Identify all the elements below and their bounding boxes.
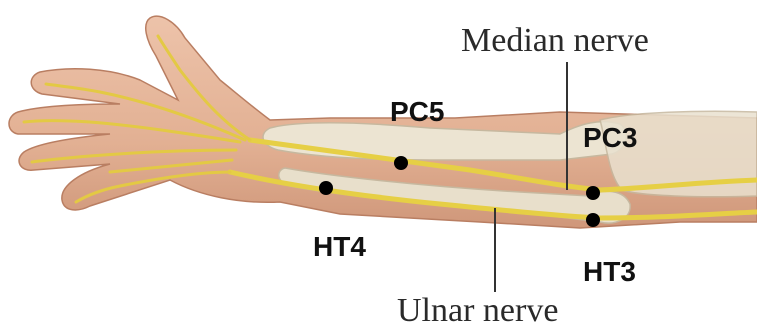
point-ht4-marker [319,181,333,195]
point-ht3-label: HT3 [583,258,636,286]
ulnar-nerve-label: Ulnar nerve [397,294,558,328]
point-ht4-label: HT4 [313,233,366,261]
median-nerve-label: Median nerve [461,24,649,58]
point-ht3-marker [586,213,600,227]
point-pc5-marker [394,156,408,170]
point-pc5-label: PC5 [390,98,444,126]
point-pc3-label: PC3 [583,124,637,152]
point-pc3-marker [586,186,600,200]
